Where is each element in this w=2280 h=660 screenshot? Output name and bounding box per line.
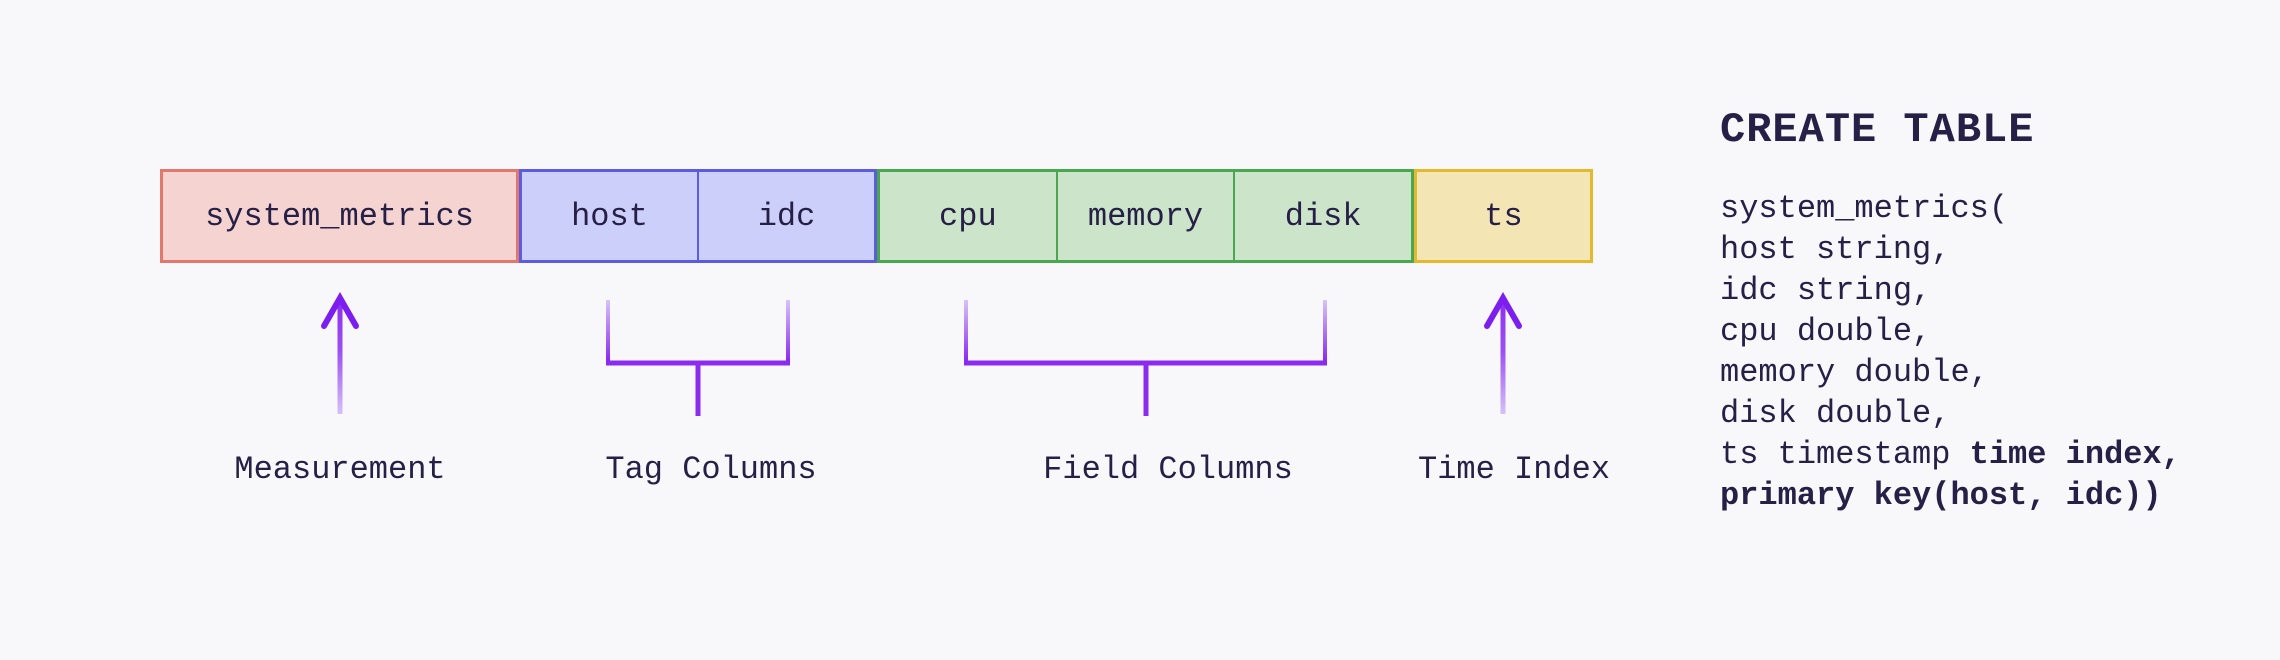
sql-line: ts timestamp time index,: [1720, 436, 2181, 473]
sql-line: primary key(host, idc)): [1720, 477, 2162, 514]
tag-columns-label: Tag Columns: [605, 451, 817, 488]
sql-line: cpu double,: [1720, 313, 1932, 350]
table-row: system_metrics host idc cpu memory disk …: [160, 169, 1593, 263]
tag-cell-idc: idc: [697, 172, 874, 260]
field-cell-disk: disk: [1233, 172, 1411, 260]
time-index-group: ts: [1414, 169, 1593, 263]
field-columns-label: Field Columns: [1043, 451, 1293, 488]
time-index-arrow-icon: [1484, 291, 1522, 414]
measurement-label: Measurement: [234, 451, 446, 488]
field-columns-group: cpu memory disk: [877, 169, 1414, 263]
time-cell-ts: ts: [1484, 197, 1523, 235]
sql-body: system_metrics( host string, idc string,…: [1720, 188, 2260, 516]
create-table-snippet: CREATE TABLE system_metrics( host string…: [1720, 104, 2260, 516]
sql-line: system_metrics(: [1720, 190, 2009, 227]
sql-heading: CREATE TABLE: [1720, 106, 2035, 154]
field-columns-bracket-icon: [964, 300, 1327, 416]
time-index-label: Time Index: [1417, 451, 1611, 488]
sql-line: host string,: [1720, 231, 1951, 268]
measurement-cell: system_metrics: [205, 197, 474, 235]
measurement-arrow-icon: [321, 291, 359, 414]
tag-columns-group: host idc: [519, 169, 877, 263]
sql-line: memory double,: [1720, 354, 1989, 391]
sql-line: disk double,: [1720, 395, 1951, 432]
sql-line: idc string,: [1720, 272, 1932, 309]
tag-cell-host: host: [571, 197, 648, 235]
field-cell-cpu: cpu: [939, 197, 997, 235]
field-cell-memory: memory: [1055, 172, 1234, 260]
measurement-group: system_metrics: [160, 169, 519, 263]
tag-columns-bracket-icon: [606, 300, 790, 416]
